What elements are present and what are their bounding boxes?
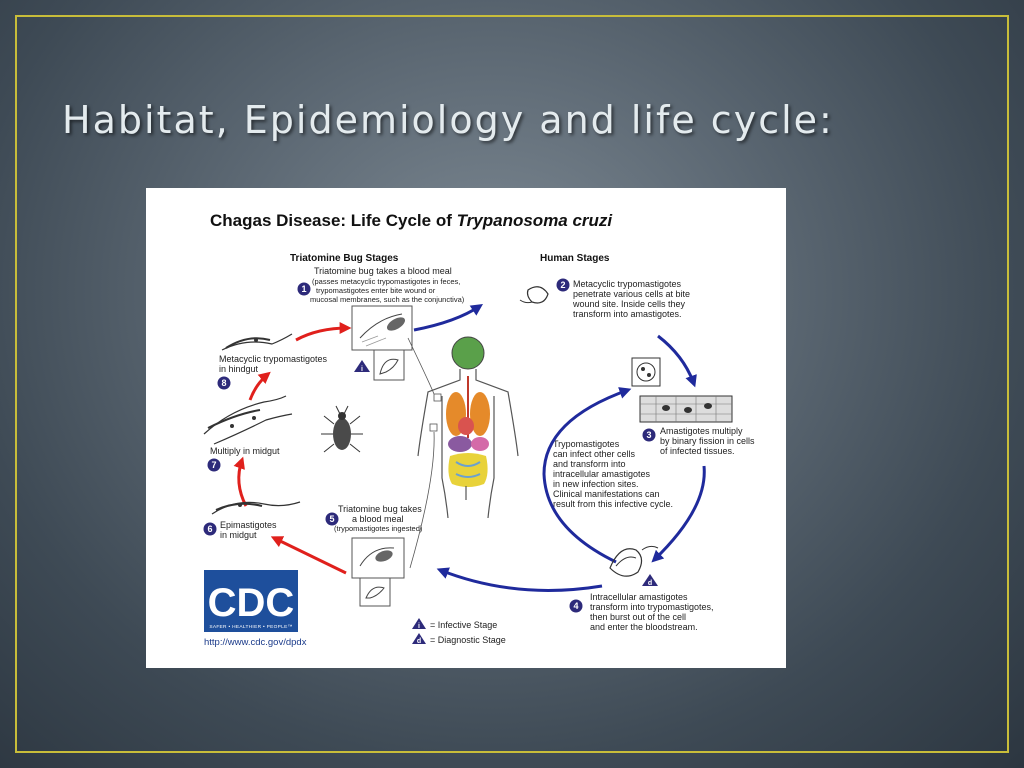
step-5-line: (trypomastigotes ingested) — [334, 524, 423, 533]
step-5-line: Triatomine bug takes — [338, 504, 422, 514]
step-5-number: 5 — [329, 514, 334, 524]
human-body-illustration — [407, 336, 519, 569]
step-1-line: mucosal membranes, such as the conjuncti… — [310, 295, 465, 304]
step-2-line: penetrate various cells at bite — [573, 289, 690, 299]
step-6-number: 6 — [207, 524, 212, 534]
step-8-line: Metacyclic trypomastigotes — [219, 354, 328, 364]
step-5-line: a blood meal — [352, 514, 404, 524]
center-cycle-text: Trypomastigotes can infect other cells a… — [553, 439, 673, 509]
step-1-line: Triatomine bug takes a blood meal — [314, 266, 452, 276]
figure-title: Chagas Disease: Life Cycle of Trypanosom… — [210, 211, 613, 230]
epimastigote-stage-7 — [203, 395, 293, 445]
bug-ingest-illustration — [351, 537, 405, 607]
slide-title: Habitat, Epidemiology and life cycle: — [62, 98, 834, 142]
step-4-line: then burst out of the cell — [590, 612, 686, 622]
epimastigote-stage-6 — [211, 501, 301, 515]
slide-border — [15, 15, 1009, 753]
legend-diagnostic-label: = Diagnostic Stage — [430, 635, 506, 645]
step-8-line: in hindgut — [219, 364, 259, 374]
triatomine-bug-illustration — [321, 405, 363, 453]
trypomastigote-stage-8 — [221, 333, 293, 351]
infective-stage-marker: i — [354, 360, 370, 373]
life-cycle-diagram: Chagas Disease: Life Cycle of Trypanosom… — [203, 211, 755, 648]
cdc-tagline: SAFER • HEALTHIER • PEOPLE™ — [209, 624, 292, 630]
red-arrow-7-to-8 — [248, 371, 271, 401]
step-1-line: trypomastigotes enter bite wound or — [316, 286, 436, 295]
step-5: 5 Triatomine bug takes a blood meal (try… — [325, 504, 423, 533]
step-4-line: Intracellular amastigotes — [590, 592, 688, 602]
step-1: 1 Triatomine bug takes a blood meal (pas… — [297, 266, 465, 304]
step-2-line: wound site. Inside cells they — [572, 299, 686, 309]
step-4-line: transform into trypomastigotes, — [590, 602, 714, 612]
legend-diagnostic-icon — [412, 633, 426, 644]
center-line: Clinical manifestations can — [553, 489, 660, 499]
step-1-number: 1 — [301, 284, 306, 294]
step-1-badge — [297, 282, 311, 296]
step-6-line: Epimastigotes — [220, 520, 277, 530]
step-6-line: in midgut — [220, 530, 257, 540]
step-4-badge — [569, 599, 583, 613]
legend-infective-icon — [412, 618, 426, 629]
center-line: can infect other cells — [553, 449, 636, 459]
step-8-badge — [217, 376, 231, 390]
amastigote-cell-stage-3 — [631, 357, 733, 423]
step-4-number: 4 — [573, 601, 578, 611]
center-line: intracellular amastigotes — [553, 469, 651, 479]
center-line: result from this infective cycle. — [553, 499, 673, 509]
red-arrow-5-to-6 — [270, 536, 347, 575]
legend-diagnostic-symbol: d — [417, 638, 421, 645]
step-1-line: (passes metacyclic trypomastigotes in fe… — [312, 277, 460, 286]
step-3-number: 3 — [646, 430, 651, 440]
blue-arrow-infective-cycle — [542, 387, 632, 564]
blue-arrow-3-to-4 — [651, 465, 706, 563]
step-7: Multiply in midgut 7 — [207, 446, 280, 472]
center-line: Trypomastigotes — [553, 439, 620, 449]
step-7-number: 7 — [211, 460, 216, 470]
cdc-url: http://www.cdc.gov/dpdx — [204, 637, 307, 648]
center-line: in new infection sites. — [553, 479, 639, 489]
legend: i = Infective Stage d = Diagnostic Stage — [412, 618, 506, 645]
step-7-badge — [207, 458, 221, 472]
step-3: 3 Amastigotes multiply by binary fission… — [642, 426, 755, 456]
diagnostic-stage-marker: d — [642, 574, 658, 587]
step-2-number: 2 — [560, 280, 565, 290]
step-8-number: 8 — [221, 378, 226, 388]
step-3-line: by binary fission in cells — [660, 436, 755, 446]
step-6: 6 Epimastigotes in midgut — [203, 520, 277, 540]
step-3-line: of infected tissues. — [660, 446, 735, 456]
step-3-line: Amastigotes multiply — [660, 426, 743, 436]
step-8: Metacyclic trypomastigotes in hindgut 8 — [217, 354, 328, 390]
step-5-badge — [325, 512, 339, 526]
step-3-badge — [642, 428, 656, 442]
step-2: 2 Metacyclic trypomastigotes penetrate v… — [556, 278, 690, 319]
step-2-badge — [556, 278, 570, 292]
step-6-badge — [203, 522, 217, 536]
metacyclic-trypomastigote-stage-2 — [519, 286, 549, 304]
cdc-logo: CDC SAFER • HEALTHIER • PEOPLE™ — [204, 570, 298, 632]
step-4-line: and enter the bloodstream. — [590, 622, 698, 632]
svg-text:i: i — [361, 366, 363, 373]
center-line: and transform into — [553, 459, 626, 469]
life-cycle-figure: Chagas Disease: Life Cycle of Trypanosom… — [146, 188, 786, 668]
red-arrow-6-to-7 — [233, 456, 248, 507]
legend-infective-symbol: i — [418, 623, 420, 630]
red-arrow-8-to-1 — [295, 322, 352, 342]
svg-text:d: d — [648, 580, 652, 587]
intracellular-amastigote-stage-4 — [609, 545, 659, 577]
step-2-line: Metacyclic trypomastigotes — [573, 279, 682, 289]
triatomine-heading: Triatomine Bug Stages — [290, 253, 399, 264]
step-7-line: Multiply in midgut — [210, 446, 280, 456]
legend-infective-label: = Infective Stage — [430, 620, 497, 630]
blue-arrow-1-to-2 — [413, 304, 483, 332]
cdc-logo-text: CDC — [208, 581, 295, 625]
step-4: 4 Intracellular amastigotes transform in… — [569, 592, 714, 632]
step-2-line: transform into amastigotes. — [573, 309, 682, 319]
bug-feeding-illustration — [351, 305, 413, 381]
human-heading: Human Stages — [540, 253, 610, 264]
blue-arrow-4-to-5 — [436, 567, 603, 592]
blue-arrow-2-to-3 — [657, 334, 697, 388]
